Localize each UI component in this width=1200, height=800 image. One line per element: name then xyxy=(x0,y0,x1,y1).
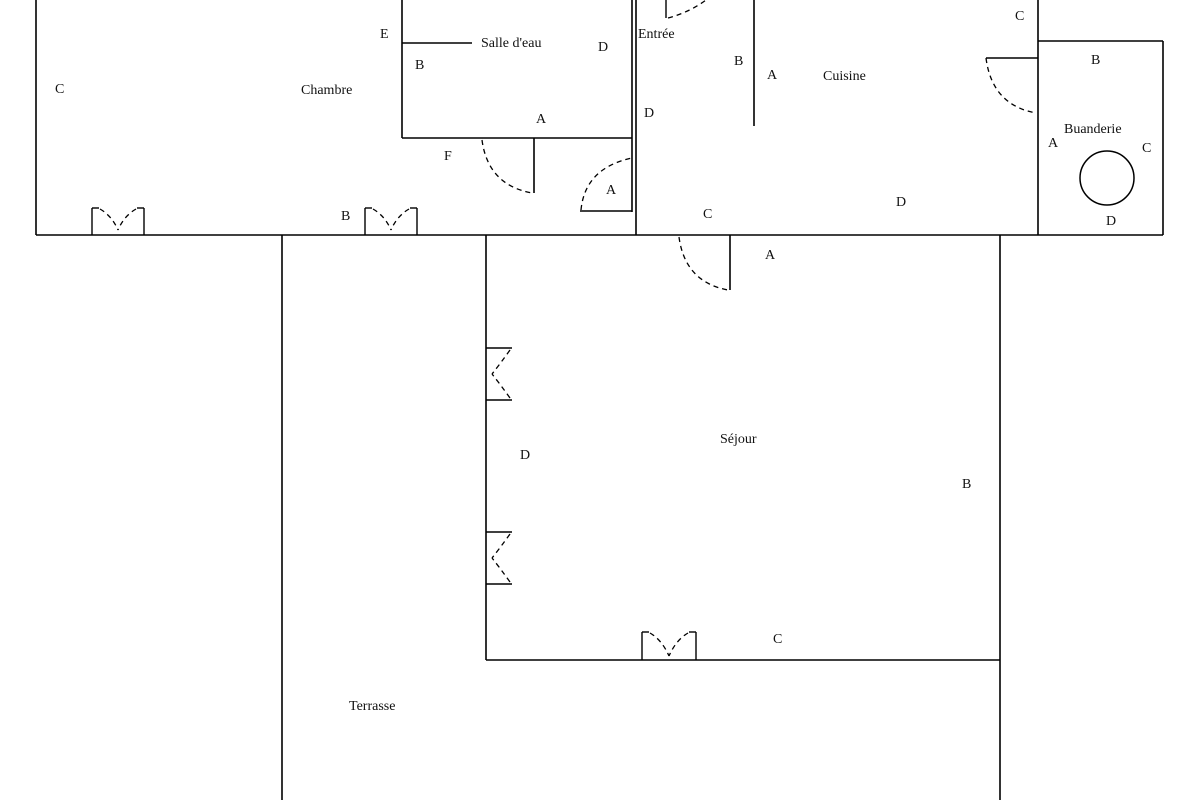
wall-label-buanderie-b: B xyxy=(1091,53,1100,68)
wall-label-buanderie-c: C xyxy=(1142,141,1151,156)
chambre-window-1 xyxy=(91,207,145,235)
wall-label-chambre-f: F xyxy=(444,149,452,164)
wall-label-buanderie-a: A xyxy=(1048,136,1059,151)
entree-top-door-arc xyxy=(667,0,707,19)
wall-label-cuisine-a: A xyxy=(767,68,778,83)
wall-label-chambre-e: E xyxy=(380,27,389,42)
sejour-door-arc xyxy=(678,236,729,291)
room-label-terrasse: Terrasse xyxy=(349,699,395,714)
wall-label-sejour-c: C xyxy=(773,632,782,647)
wall-label-buanderie-d: D xyxy=(1106,214,1116,229)
windows xyxy=(91,207,697,660)
room-label-salle-deau: Salle d'eau xyxy=(481,36,541,51)
sejour-window-left-1 xyxy=(486,347,512,401)
wall-label-chambre-c: C xyxy=(55,82,64,97)
washing-machine-circle xyxy=(1079,150,1135,206)
cuisine-door-arc xyxy=(985,57,1037,114)
room-label-cuisine: Cuisine xyxy=(823,69,866,84)
room-labels: Chambre Salle d'eau Entrée Cuisine Buand… xyxy=(301,27,1122,714)
sejour-window-left-2 xyxy=(486,531,512,585)
wall-label-chambre-b: B xyxy=(341,209,350,224)
wall-label-salle-a: A xyxy=(536,112,547,127)
walls xyxy=(35,0,1164,800)
wall-label-cuisine-c-top: C xyxy=(1015,9,1024,24)
room-label-sejour: Séjour xyxy=(720,432,757,447)
wall-label-salle-d: D xyxy=(598,40,608,55)
wall-labels: C E B F B D A D A B A C C D B A C D A D … xyxy=(55,9,1151,647)
room-label-entree: Entrée xyxy=(638,27,675,42)
wall-label-entree-b: B xyxy=(734,54,743,69)
wall-label-entree-d: D xyxy=(644,106,654,121)
wall-label-cuisine-d: D xyxy=(896,195,906,210)
salle-door-arc xyxy=(481,139,533,194)
chambre-window-2 xyxy=(364,207,418,235)
room-label-chambre: Chambre xyxy=(301,83,352,98)
sejour-window-bottom xyxy=(641,631,697,660)
wall-label-cuisine-c: C xyxy=(703,207,712,222)
wall-label-salle-b: B xyxy=(415,58,424,73)
wall-label-sejour-b: B xyxy=(962,477,971,492)
wall-label-sejour-a: A xyxy=(765,248,776,263)
wall-label-sejour-d: D xyxy=(520,448,530,463)
room-label-buanderie: Buanderie xyxy=(1064,122,1122,137)
doors xyxy=(481,0,1038,291)
entree-door-arc xyxy=(580,157,633,211)
wall-label-entree-a: A xyxy=(606,183,617,198)
